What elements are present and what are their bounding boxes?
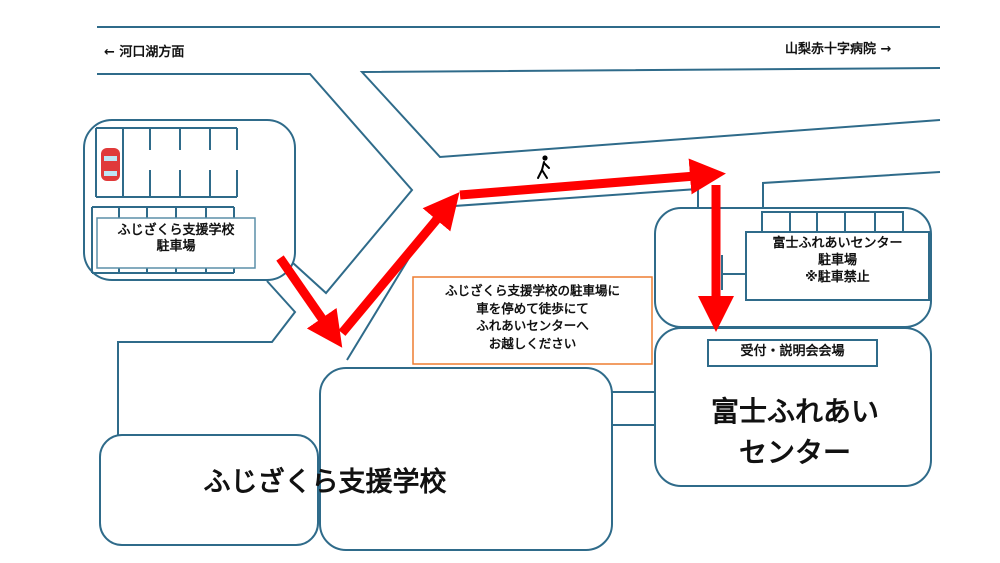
road-right-lower: [762, 171, 941, 208]
road-left-edge: [97, 73, 414, 295]
path-edge: [346, 187, 699, 361]
school-building-main: [319, 367, 613, 551]
road-lower-left: [117, 280, 297, 435]
center-building-label: 富士ふれあい センター: [660, 392, 930, 473]
note-line: 車を停めて徒歩にて: [476, 300, 589, 316]
school-parking-lot: [83, 119, 296, 281]
note-box: [412, 276, 653, 365]
note-line: お越しください: [488, 335, 577, 351]
route-arrow-1: [276, 255, 343, 348]
center-parking-label: 富士ふれあいセンター 駐車場 ※駐車禁止: [746, 236, 929, 287]
school-parking-label: ふじざくら支援学校 駐車場: [97, 223, 255, 256]
school-parking-name: ふじざくら支援学校: [117, 223, 235, 238]
route-arrow-2: [338, 192, 460, 336]
center-building-name-1: 富士ふれあい: [710, 395, 879, 428]
note-line: ふれあいセンターへ: [476, 318, 589, 333]
note-text: ふじざくら支援学校の駐車場に 車を停めて徒歩にて ふれあいセンターへ お越しくだ…: [413, 282, 652, 352]
car-icon: [101, 148, 120, 181]
note-line: ふじざくら支援学校の駐車場に: [444, 283, 620, 298]
pedestrian-icon: [537, 155, 550, 179]
center-parking-name: 富士ふれあいセンター: [772, 236, 903, 251]
reception-label: 受付・説明会会場: [740, 344, 845, 359]
school-parking-suffix: 駐車場: [156, 239, 196, 255]
route-arrow-3: [459, 158, 726, 200]
route-arrows: [276, 158, 734, 348]
center-building-name-2: センター: [738, 435, 851, 469]
direction-left-label: ← 河口湖方面: [104, 45, 185, 60]
road-right-edge: [359, 67, 941, 159]
center-parking-suffix: 駐車場: [817, 252, 857, 268]
center-building-outline: [654, 327, 932, 487]
no-parking-notice: ※駐車禁止: [805, 269, 870, 285]
direction-right-label: 山梨赤十字病院 →: [785, 42, 892, 57]
school-building-wing: [99, 434, 319, 546]
school-building-label: ふじざくら支援学校: [203, 467, 447, 498]
